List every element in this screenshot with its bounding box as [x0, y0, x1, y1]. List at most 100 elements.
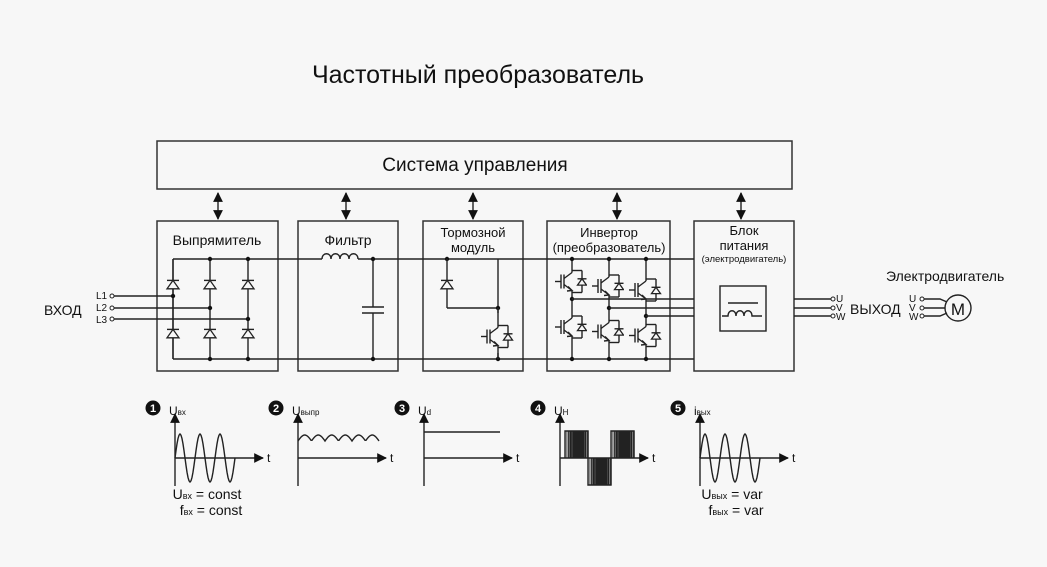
output-phase-w: W: [836, 312, 846, 323]
junction-dot: [569, 356, 575, 362]
diode-icon: [650, 331, 662, 340]
pwm-pulse: [615, 431, 617, 458]
brake-label-line1: Тормозной: [440, 225, 505, 240]
input-phase-l2: L2: [96, 303, 108, 314]
motor: Электродвигатель U V W M: [886, 268, 1004, 323]
rectifier-label: Выпрямитель: [173, 232, 262, 248]
step-number: 5: [675, 403, 681, 415]
diode-icon: [576, 323, 588, 332]
pwm-pulse: [566, 431, 568, 458]
motor-symbol: M: [951, 300, 965, 319]
pwm-pulse: [574, 431, 577, 458]
pwm-pulse: [624, 431, 627, 458]
waveform-curve: [297, 434, 380, 443]
igbt-icon: [555, 264, 588, 299]
step-number: 3: [399, 403, 405, 415]
y-axis-label: Uвх: [169, 404, 186, 418]
power-label-line1: Блок: [729, 223, 758, 238]
motor-phase-u: U: [909, 294, 916, 305]
junction-dot: [245, 256, 251, 262]
power-label-line3: (электродвигатель): [702, 254, 787, 265]
diode-icon: [202, 328, 218, 339]
pwm-pulse: [629, 431, 631, 458]
waveform-2: 2 Uвыпр t: [268, 400, 394, 486]
diode-icon: [613, 282, 625, 291]
pwm-pulse: [612, 431, 614, 458]
pwm-pulse: [594, 458, 596, 485]
motor-icon: [944, 294, 972, 322]
inverter-label-line2: (преобразователь): [553, 240, 666, 255]
pwm-pulse: [580, 431, 583, 458]
y-axis-label: Uвыпр: [292, 404, 320, 418]
igbt-icon: [481, 318, 514, 355]
pwm-pulse: [620, 431, 623, 458]
input-terminals: ВХОД L1 L2 L3: [44, 291, 248, 326]
pwm-pulse: [606, 458, 608, 485]
pwm-pulse: [569, 431, 571, 458]
pwm-envelope: [587, 458, 612, 486]
pwm-pulse: [592, 458, 594, 485]
junction-dot: [207, 305, 213, 311]
step-number-badge: 2: [268, 400, 284, 416]
y-axis-label: UН: [554, 404, 569, 418]
motor-title: Электродвигатель: [886, 268, 1004, 284]
pwm-pulse: [617, 431, 619, 458]
page-title: Частотный преобразователь: [312, 61, 644, 89]
pwm-pulse: [614, 431, 616, 458]
pwm-pulse: [618, 431, 621, 458]
pwm-pulse: [623, 431, 626, 458]
waveform-note: Uвх = const: [173, 486, 242, 502]
output-phase-u: U: [836, 294, 843, 305]
pwm-envelope: [610, 430, 635, 458]
diode-icon: [502, 332, 514, 341]
brake-block: Тормозной модуль: [422, 220, 524, 372]
step-number: 1: [150, 403, 156, 415]
pwm-pulse: [577, 431, 580, 458]
pwm-pulse: [630, 431, 633, 458]
inverter-output-lines: [572, 298, 694, 317]
pwm-pulse: [601, 458, 604, 485]
waveform-note: Uвых = var: [701, 486, 763, 502]
output-phase-v: V: [836, 303, 843, 314]
junction-dot: [245, 316, 251, 322]
pwm-pulse: [598, 458, 601, 485]
pwm-pulse: [568, 431, 570, 458]
step-number-badge: 4: [530, 400, 546, 416]
power-block: Блок питания (электродвигатель): [693, 220, 795, 372]
pwm-pulse: [571, 431, 573, 458]
pwm-pulse: [584, 431, 587, 458]
pwm-pulse: [597, 458, 600, 485]
diode-icon: [240, 279, 256, 290]
junction-dot: [643, 256, 649, 262]
x-axis-label: t: [267, 451, 271, 465]
rectifier-bridge: [165, 256, 256, 362]
pwm-pulse: [621, 431, 624, 458]
pwm-pulse: [600, 458, 603, 485]
control-system-block: Система управления: [156, 140, 793, 190]
step-number: 2: [273, 403, 279, 415]
junction-dot: [606, 256, 612, 262]
pwm-pulse: [626, 431, 629, 458]
pwm-pulse: [609, 458, 611, 485]
y-axis-label: iвых: [694, 404, 711, 418]
power-label-line2: питания: [720, 238, 769, 253]
pwm-envelope: [564, 430, 589, 458]
input-phase-l3: L3: [96, 315, 108, 326]
diode-icon: [650, 286, 662, 295]
junction-dot: [207, 256, 213, 262]
igbt-icon: [592, 264, 625, 308]
waveform-note: fвых = var: [708, 502, 763, 518]
junction-dot: [643, 356, 649, 362]
diode-icon: [202, 279, 218, 290]
transformer-icon: [719, 285, 767, 332]
junction-dot: [606, 356, 612, 362]
pwm-pulse: [627, 431, 630, 458]
control-system-label: Система управления: [382, 155, 567, 176]
igbt-icon: [592, 308, 625, 355]
pwm-pulse: [583, 431, 585, 458]
waveform-curve: [699, 432, 761, 484]
diode-icon: [165, 279, 181, 290]
y-axis-label: Ud: [418, 404, 431, 418]
